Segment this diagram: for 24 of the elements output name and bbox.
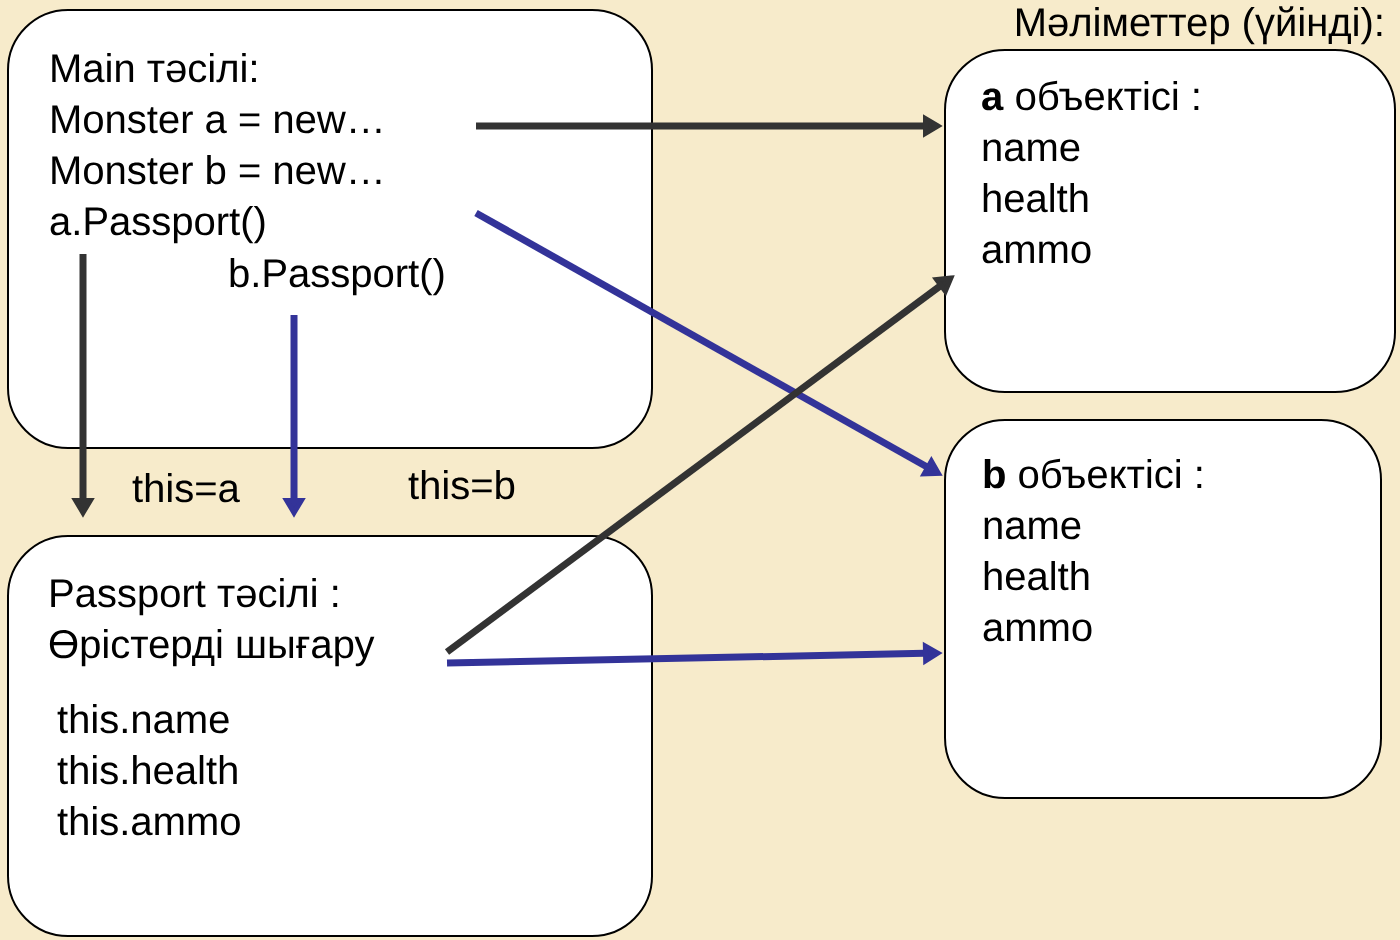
field-name: a объектісі : (982, 80, 1199, 111)
code-line: this.name (57, 704, 229, 734)
code-line: Өрістерді шығару (49, 629, 375, 667)
code-line: Monster a = new… (52, 105, 381, 134)
field-name: health (984, 561, 1089, 591)
field-name: b объектісі : (984, 458, 1202, 489)
code-line: Passport тәсілі : (51, 578, 338, 616)
field-name: name (984, 517, 1081, 540)
code-line: Main тәсілі: (52, 53, 256, 83)
field-name: name (983, 139, 1080, 162)
method-box (7, 9, 653, 449)
code-line: a.Passport() (50, 206, 265, 244)
annotation: this=b (408, 470, 515, 500)
field-name: health (983, 183, 1088, 213)
object-box (944, 419, 1382, 799)
code-line: this.ammo (57, 806, 240, 836)
method-box (7, 535, 653, 937)
code-line: b.Passport() (230, 258, 444, 296)
code-line: this.health (57, 755, 237, 785)
code-line: Monster b = new… (52, 155, 381, 185)
annotation: this=a (132, 473, 240, 503)
field-name: ammo (982, 241, 1091, 264)
object-box (944, 49, 1396, 393)
field-name: ammo (983, 619, 1092, 642)
